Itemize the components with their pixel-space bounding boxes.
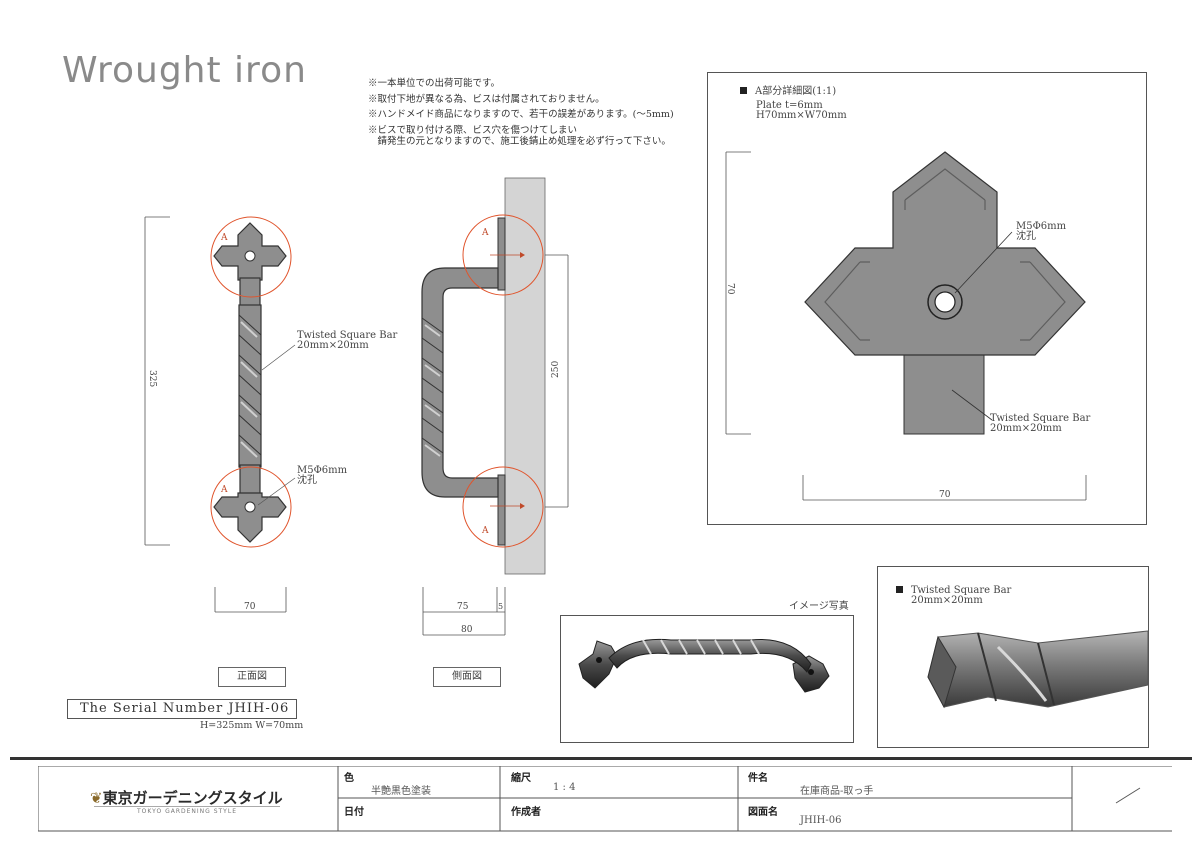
side-twist-lines xyxy=(421,317,444,454)
side-marker-a-bottom: A xyxy=(481,526,489,536)
front-height-label: 325 xyxy=(147,370,157,387)
photo-bar-1: Twisted Square Bar xyxy=(911,585,1012,596)
company-logo-text: 東京ガーデニングスタイル xyxy=(102,789,283,807)
footer-date-header: 日付 xyxy=(344,807,364,818)
side-arrowhead-bottom xyxy=(520,503,525,509)
footer-drawing-header: 図面名 xyxy=(748,807,778,818)
front-bottom-plate xyxy=(213,492,287,543)
square-bullet-icon xyxy=(740,87,747,94)
detail-plate-2: H70mm×W70mm xyxy=(756,110,847,121)
side-dim-80: 80 xyxy=(461,625,473,635)
detail-drawing: 70 70 xyxy=(725,151,1087,501)
bar-photo-illustration xyxy=(927,630,1149,709)
side-detail-circle-bottom xyxy=(462,466,544,548)
detail-bar xyxy=(903,351,985,435)
footer-scale-header: 縮尺 xyxy=(511,773,531,784)
front-twisted-bar xyxy=(238,304,262,468)
front-bar-label-2: 20mm×20mm xyxy=(297,340,369,351)
front-view-name: 正面図 xyxy=(218,667,286,687)
detail-hole-leader xyxy=(954,231,1013,294)
front-bar-label-1: Twisted Square Bar xyxy=(297,330,398,341)
front-height-dimension xyxy=(144,216,170,546)
detail-bar-1: Twisted Square Bar xyxy=(990,413,1091,424)
side-marker-a-top: A xyxy=(481,228,489,238)
square-bullet-icon xyxy=(896,586,903,593)
front-shaft-bottom xyxy=(239,464,261,496)
front-marker-a-bottom: A xyxy=(220,485,228,495)
drawing-title: Wrought iron xyxy=(62,50,307,91)
side-view-name: 側面図 xyxy=(433,667,501,687)
front-top-plate xyxy=(213,222,287,281)
footer-item-value: 在庫商品-取っ手 xyxy=(800,786,874,797)
detail-heading: A部分詳細図(1:1) xyxy=(740,86,836,97)
photo-bar-2: 20mm×20mm xyxy=(911,595,983,606)
note-2: ※取付下地が異なる為、ビスは付属されておりません。 xyxy=(368,93,605,105)
serial-size: H=325mm W=70mm xyxy=(200,720,304,731)
side-height-label: 250 xyxy=(551,361,561,378)
footer-item-header: 件名 xyxy=(748,773,768,784)
leaf-icon: ❦ xyxy=(90,789,103,807)
footer-author-header: 作成者 xyxy=(511,807,541,818)
photo-bar-label: Twisted Square Bar xyxy=(896,585,1011,596)
side-detail-circle-top xyxy=(462,214,544,296)
detail-hole-outer xyxy=(927,284,963,320)
handle-photo-illustration xyxy=(578,638,830,693)
notes-block: ※一本単位での出荷可能です。 ※取付下地が異なる為、ビスは付属されておりません。… xyxy=(368,76,674,150)
front-shaft-top xyxy=(239,277,261,309)
side-plate-bottom xyxy=(497,474,506,546)
detail-h-dimension xyxy=(802,475,1087,501)
company-logo: ❦東京ガーデニングスタイル xyxy=(90,787,283,808)
detail-v-dimension xyxy=(725,151,751,435)
company-logo-sub: TOKYO GARDENING STYLE xyxy=(94,806,280,815)
front-detail-circle-bottom xyxy=(210,466,292,548)
detail-bar-2: 20mm×20mm xyxy=(990,423,1062,434)
side-depth-dimensions xyxy=(422,587,506,636)
front-marker-a-top: A xyxy=(220,233,228,243)
side-handle-profile xyxy=(421,267,499,498)
side-height-dimension xyxy=(545,254,569,508)
serial-number-box: The Serial Number JHIH-06 xyxy=(67,699,297,719)
note-4: ※ビスで取り付ける際、ビス穴を傷つけてしまい xyxy=(368,124,578,136)
detail-hole-inner xyxy=(934,291,956,313)
footer-color-header: 色 xyxy=(344,773,354,784)
front-hole-label-2: 沈孔 xyxy=(297,475,317,486)
detail-plate xyxy=(804,151,1086,356)
front-hole-label-1: M5Φ6mm xyxy=(297,465,348,476)
footer-drawing-value: JHIH-06 xyxy=(800,815,842,826)
footer-color-value: 半艶黒色塗装 xyxy=(371,786,431,797)
side-twist-highlights xyxy=(424,324,441,457)
front-width-label: 70 xyxy=(244,602,256,612)
detail-bar-leader xyxy=(951,389,993,421)
front-side-drawing: 325 A A 70 A A xyxy=(144,177,569,636)
detail-frame xyxy=(707,72,1147,525)
detail-v-label: 70 xyxy=(725,283,735,295)
front-width-dimension xyxy=(214,587,287,613)
front-detail-circle-top xyxy=(210,216,292,298)
detail-h-label: 70 xyxy=(939,490,951,500)
title-block-grid xyxy=(38,766,1172,832)
side-plate-top xyxy=(497,217,506,291)
detail-heading-text: A部分詳細図(1:1) xyxy=(755,86,837,97)
side-dim-75: 75 xyxy=(457,602,469,612)
side-arrowhead-top xyxy=(520,252,525,258)
footer-scale-value: 1 : 4 xyxy=(553,782,576,793)
front-bar-leader xyxy=(261,344,296,371)
detail-plate-1: Plate t=6mm xyxy=(756,100,823,111)
detail-bevel-lines xyxy=(824,168,1066,341)
footer-rule xyxy=(10,757,1192,760)
photo-caption: イメージ写真 xyxy=(789,601,849,612)
image-photo-bar xyxy=(877,566,1149,748)
side-wall xyxy=(504,177,546,575)
side-dim-5: 5 xyxy=(498,602,503,611)
note-3: ※ハンドメイド商品になりますので、若干の誤差があります。(～5mm) xyxy=(368,109,674,120)
note-1: ※一本単位での出荷可能です。 xyxy=(368,78,501,89)
note-5: 錆発生の元となりますので、施工後錆止め処理を必ず行って下さい。 xyxy=(368,136,671,147)
detail-hole-1: M5Φ6mm xyxy=(1016,221,1067,232)
image-photo-handle xyxy=(560,615,854,743)
front-hole-leader xyxy=(257,477,296,506)
detail-hole-2: 沈孔 xyxy=(1016,231,1036,242)
